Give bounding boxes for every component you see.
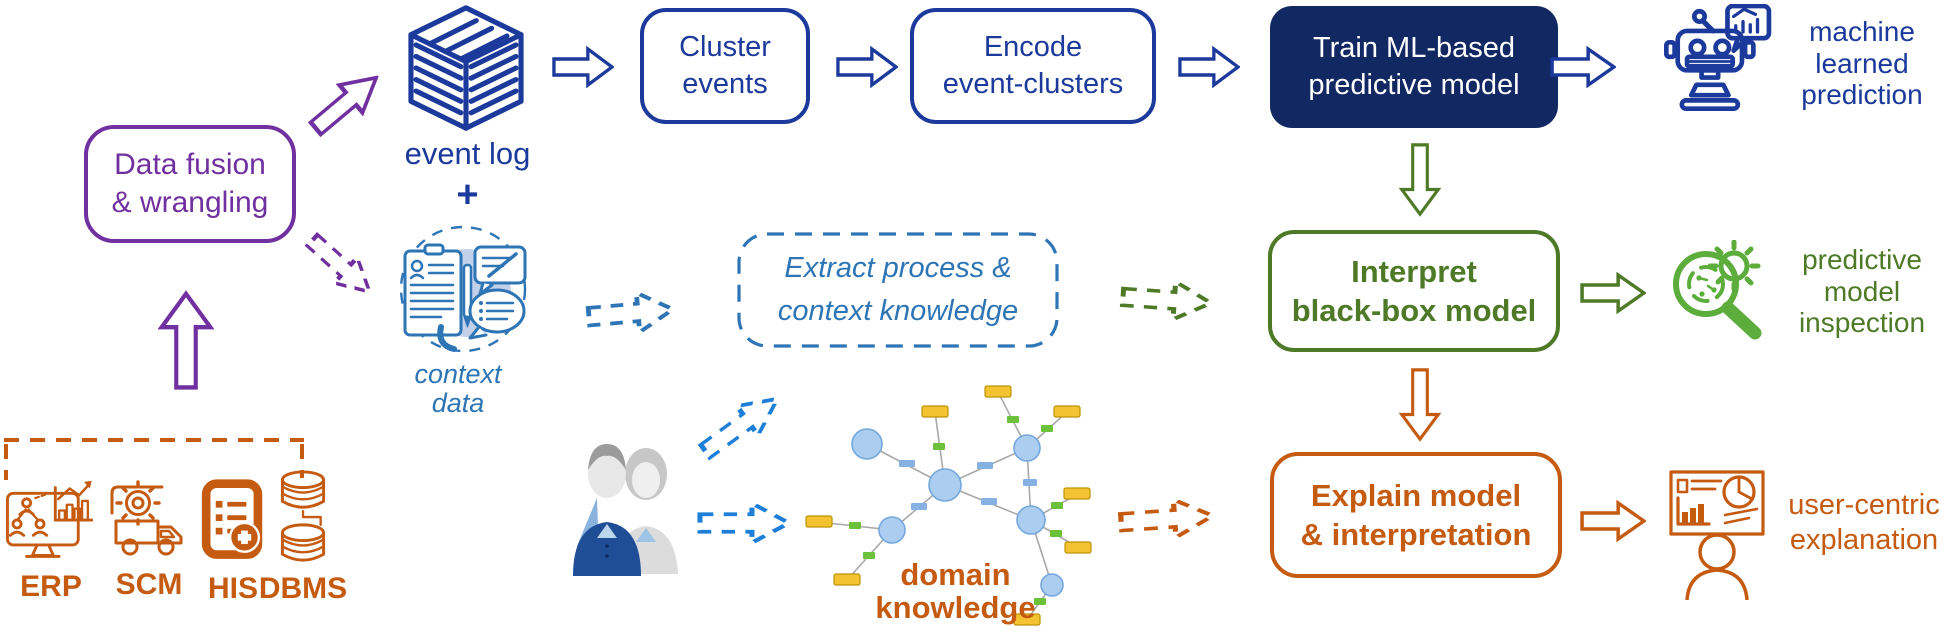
arrow-up-right-purple <box>300 60 391 146</box>
extract-box-border <box>737 232 1059 348</box>
dbms-icon <box>280 470 326 562</box>
arrow-down-orange <box>1399 368 1441 442</box>
train-model-box: Train ML-based predictive model <box>1270 6 1558 128</box>
arrow-right-green <box>1580 272 1646 314</box>
user-explanation-dashboard-icon <box>1669 470 1765 600</box>
erp-icon <box>6 480 94 558</box>
source-scm: SCM <box>103 478 195 602</box>
source-panel-border-right <box>300 444 304 478</box>
arrow-up-purple <box>158 290 214 390</box>
arrow-up-right-blue-dashed <box>691 380 793 470</box>
scm-icon <box>110 480 183 556</box>
plus-sign: + <box>456 174 479 216</box>
domain-knowledge-caption: domain knowledge <box>875 557 1036 626</box>
arrow-right-green-dashed <box>1119 275 1216 325</box>
robot-prediction-icon <box>1663 4 1772 112</box>
domain-experts-icon <box>573 444 678 576</box>
arrow-down-green <box>1399 143 1441 217</box>
explain-model-box: Explain model & interpretation <box>1270 452 1562 578</box>
erp-label: ERP <box>20 570 82 603</box>
arrow-right-orange-dashed <box>1117 494 1218 545</box>
source-panel-border-top <box>4 438 304 442</box>
interpret-model-box: Interpret black-box model <box>1268 230 1560 352</box>
his-icon <box>201 479 263 559</box>
arrow-right-2 <box>836 46 898 88</box>
source-his: HIS <box>198 476 268 606</box>
his-label: HIS <box>207 572 258 605</box>
arrow-right-steel-dashed <box>584 286 678 340</box>
machine-prediction-caption: machine learned prediction <box>1801 16 1923 111</box>
knowledge-graph-icon <box>805 385 1092 626</box>
source-dbms: DBMS <box>259 468 347 606</box>
cluster-events-box: Cluster events <box>640 8 810 124</box>
arrow-down-right-purple-dashed <box>297 224 385 309</box>
arrow-right-blue-dashed <box>697 500 792 546</box>
arrow-right-orange <box>1580 500 1646 542</box>
source-panel-border-left <box>4 444 8 480</box>
user-explanation-caption: user-centric explanation <box>1788 489 1940 556</box>
encode-event-clusters-box: Encode event-clusters <box>910 8 1156 124</box>
extract-knowledge-box: Extract process & context knowledge <box>777 251 1019 328</box>
model-inspection-magnifier-icon <box>1673 240 1762 340</box>
context-data-icon <box>399 225 527 353</box>
event-log-label: event log <box>404 136 531 171</box>
arrow-right-1 <box>552 46 614 88</box>
arrow-right-4 <box>1550 46 1616 88</box>
dbms-label: DBMS <box>258 572 348 605</box>
scm-label: SCM <box>115 568 183 601</box>
model-inspection-caption: predictive model inspection <box>1798 244 1926 339</box>
context-data-caption: context data <box>414 359 502 419</box>
data-fusion-box: Data fusion & wrangling <box>84 125 296 243</box>
arrow-right-3 <box>1178 46 1240 88</box>
event-log-cube-icon <box>408 5 524 131</box>
source-erp: ERP <box>5 478 97 604</box>
